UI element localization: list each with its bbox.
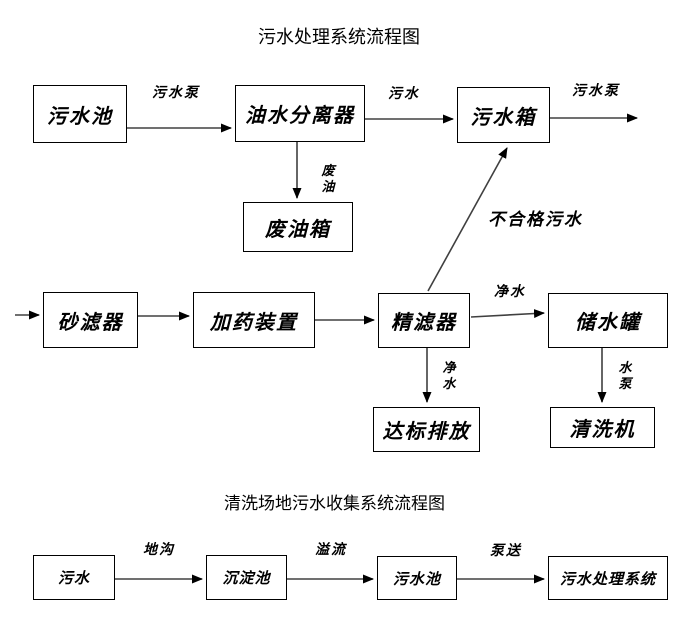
node-sewage-pool: 污水池 [33, 85, 127, 143]
edge-label-water-pump: 水泵 [618, 360, 632, 392]
edge-label-overflow: 溢流 [315, 541, 347, 557]
node-treatment-system: 污水处理系统 [548, 556, 668, 600]
edge-label-sewage: 污水 [388, 85, 420, 101]
node-waste-oil-tank: 废油箱 [243, 202, 353, 252]
diagram1-title: 污水处理系统流程图 [258, 27, 420, 47]
edge-label-clean-water-v: 净水 [442, 360, 456, 392]
node-sewage-pool-bottom: 污水池 [377, 556, 457, 600]
edge-label-clean-water-h: 净水 [494, 283, 526, 299]
edge-label-sewage-pump-1: 污水泵 [152, 84, 200, 100]
edge-label-ditch: 地沟 [143, 541, 175, 557]
node-sedimentation-pool: 沉淀池 [206, 555, 287, 600]
arrow-fine-filter-to-sewage-tank [427, 147, 508, 292]
node-standard-discharge: 达标排放 [373, 407, 480, 452]
edge-label-pump-delivery: 泵送 [490, 542, 522, 558]
diagram2-title: 清洗场地污水收集系统流程图 [224, 494, 445, 513]
node-fine-filter: 精滤器 [378, 293, 470, 348]
arrow-fine-filter-to-storage [470, 309, 545, 319]
node-water-storage-tank: 储水罐 [548, 293, 668, 348]
edge-label-unqualified-sewage: 不合格污水 [488, 210, 583, 229]
node-sand-filter: 砂滤器 [43, 292, 138, 348]
node-sewage-bottom: 污水 [33, 555, 115, 600]
node-oil-water-separator: 油水分离器 [235, 85, 365, 142]
node-washing-machine: 清洗机 [550, 407, 655, 448]
node-sewage-tank: 污水箱 [457, 87, 550, 143]
node-dosing-device: 加药装置 [193, 292, 315, 348]
edge-label-sewage-pump-2: 污水泵 [572, 82, 620, 98]
edge-label-waste-oil: 废油 [321, 163, 335, 195]
